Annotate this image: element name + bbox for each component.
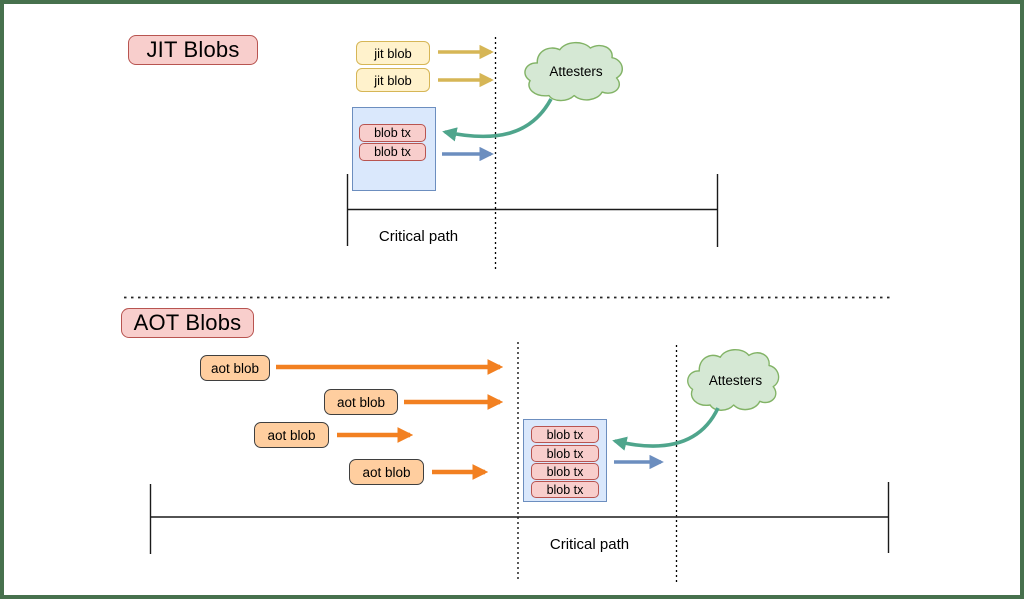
- jit-attesters-cloud: [524, 41, 623, 102]
- aot-blob-tx-2: blob tx: [531, 445, 599, 462]
- aot-section-title-text: AOT Blobs: [133, 310, 242, 335]
- critical-path-text: Critical path: [378, 228, 459, 245]
- jit-blob-tx-1: blob tx: [359, 124, 426, 142]
- blob-tx-label: blob tx: [546, 446, 584, 461]
- aot-attesters-label: Attesters: [685, 373, 786, 388]
- blob-tx-label: blob tx: [546, 482, 584, 497]
- aot-blob-box-3: aot blob: [254, 422, 329, 448]
- jit-section-title-text: JIT Blobs: [146, 37, 240, 62]
- blob-tx-label: blob tx: [546, 427, 584, 442]
- attesters-text: Attesters: [708, 373, 763, 388]
- jit-blob-box-1: jit blob: [356, 41, 430, 65]
- jit-blob-box-2: jit blob: [356, 68, 430, 92]
- attesters-text: Attesters: [549, 64, 603, 79]
- jit-blob-label: jit blob: [374, 45, 412, 61]
- aot-attestation-arrow: [612, 407, 720, 451]
- aot-blob-label: aot blob: [267, 427, 316, 443]
- blob-tx-label: blob tx: [374, 145, 411, 159]
- aot-blob-tx-1: blob tx: [531, 426, 599, 443]
- jit-attestation-arrow: [442, 98, 553, 142]
- aot-blob-tx-4: blob tx: [531, 481, 599, 498]
- jit-blob-tx-2: blob tx: [359, 143, 426, 161]
- diagram-lines-layer: [124, 37, 890, 582]
- aot-blob-box-1: aot blob: [200, 355, 270, 381]
- jit-critical-path-label: Critical path: [361, 228, 476, 245]
- aot-section-title: AOT Blobs: [121, 308, 254, 338]
- aot-blob-label: aot blob: [210, 360, 260, 376]
- jit-attesters-label: Attesters: [522, 64, 630, 79]
- aot-blob-label: aot blob: [336, 394, 386, 410]
- jit-section-title: JIT Blobs: [128, 35, 258, 65]
- aot-attesters-cloud: [687, 348, 780, 411]
- critical-path-text: Critical path: [549, 536, 630, 553]
- blob-tx-label: blob tx: [374, 126, 411, 140]
- aot-critical-path-label: Critical path: [532, 536, 647, 553]
- aot-blob-box-4: aot blob: [349, 459, 424, 485]
- blob-tx-label: blob tx: [546, 464, 584, 479]
- aot-blob-box-2: aot blob: [324, 389, 398, 415]
- jit-blob-label: jit blob: [374, 72, 412, 88]
- aot-blob-tx-3: blob tx: [531, 463, 599, 480]
- aot-blob-label: aot blob: [362, 464, 411, 480]
